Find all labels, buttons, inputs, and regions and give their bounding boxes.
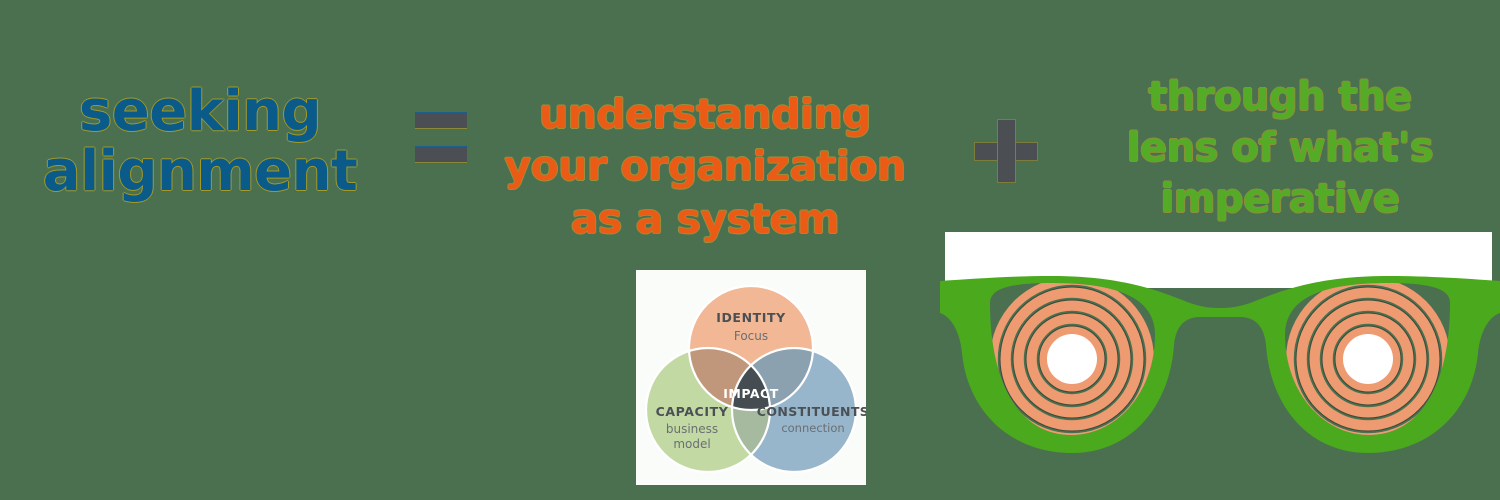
equals-icon — [415, 113, 467, 168]
headline-subject: seeking alignment — [42, 79, 358, 205]
left-lens-center — [1047, 334, 1097, 384]
venn-diagram-icon: IDENTITY Focus CAPACITY business model C… — [636, 270, 866, 485]
plus-icon — [975, 120, 1037, 182]
plus-bar-vertical — [998, 120, 1015, 182]
venn-label-constituents-subtitle: connection — [781, 421, 844, 435]
venn-label-constituents-title: CONSTITUENTS — [757, 404, 866, 419]
venn-label-identity-title: IDENTITY — [716, 310, 786, 325]
venn-label-impact: IMPACT — [723, 386, 778, 401]
equals-bar-bottom — [415, 147, 467, 162]
headline-predicate: understanding your organization as a sys… — [504, 90, 906, 243]
venn-label-capacity-title: CAPACITY — [656, 404, 729, 419]
venn-label-capacity-subtitle-2: model — [673, 437, 710, 451]
equals-bar-top — [415, 113, 467, 128]
headline-qualifier: through the lens of what's imperative — [1126, 74, 1434, 223]
venn-label-identity-subtitle: Focus — [734, 329, 768, 343]
right-lens-center — [1343, 334, 1393, 384]
eyeglasses-icon — [940, 273, 1500, 460]
venn-label-capacity-subtitle-1: business — [666, 422, 718, 436]
